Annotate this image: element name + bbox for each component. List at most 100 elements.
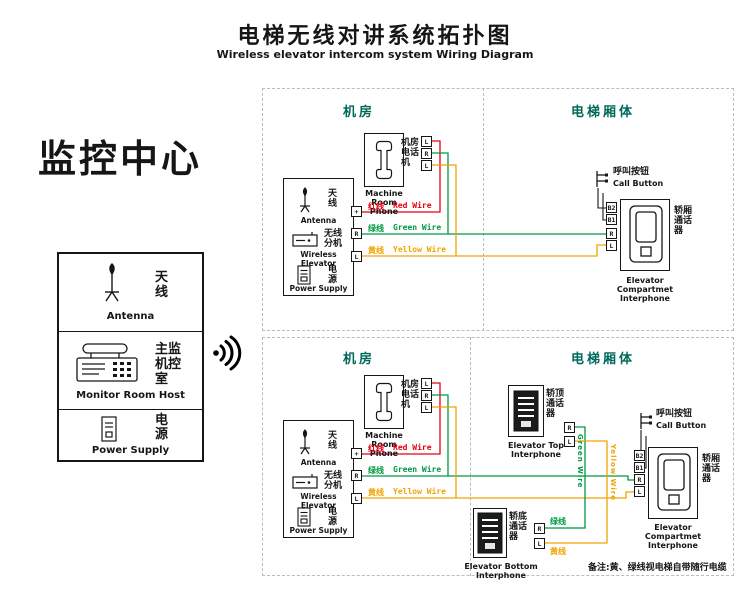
machine-room-phone-label-zh: 机房电话机: [401, 138, 420, 168]
monitor-center-box: 天线 Antenna 主监机控室 Monitor Room Host: [57, 252, 204, 462]
elevator-bottom-interphone-label-zh: 轿底通话器: [509, 512, 528, 542]
terminal-B2: B2: [606, 202, 617, 213]
antenna-icon: [300, 187, 310, 213]
power-supply-icon: [101, 416, 117, 442]
terminal-L: L: [564, 436, 575, 447]
red-wire-label-zh: 红线: [368, 444, 384, 453]
terminal-L: L: [606, 240, 617, 251]
elevator-bottom-interphone-label-en: Elevator Bottom Interphone: [464, 562, 538, 580]
green-wire-label: 绿线 Green Wire: [368, 223, 441, 234]
wireless-power-label-zh: 电源: [328, 507, 338, 527]
terminal-L: L: [421, 402, 432, 413]
wireless-antenna-label-en: Antenna: [300, 216, 337, 225]
green-wire-branch: [432, 394, 449, 476]
red-wire: [362, 140, 441, 213]
machine-room-phone-box: [364, 375, 404, 429]
desk-phone-icon: [76, 343, 138, 382]
yellow-wire-branch: [432, 164, 457, 256]
green-wire-label-zh: 绿线: [368, 224, 384, 233]
wireless-signal-icon: [213, 335, 242, 371]
power-supply-icon: [297, 265, 311, 285]
yellow-wire: [362, 244, 606, 257]
elevator-top-interphone-label-zh: 轿顶通话器: [546, 389, 565, 419]
wireless-antenna-label-zh: 天线: [328, 189, 338, 209]
terminal-plus: +: [351, 206, 362, 217]
page-title: 电梯无线对讲系统拓扑图: [237, 24, 513, 49]
monitor-host-label-en: Monitor Room Host: [76, 390, 185, 401]
terminal-R: R: [606, 228, 617, 239]
section-label-machine-room: 机房: [343, 352, 376, 367]
call-button-label-en: Call Button: [613, 179, 664, 188]
call-button-wire: [602, 193, 606, 221]
top-panel-divider: [483, 88, 484, 331]
section-label-elevator-body: 电梯厢体: [571, 352, 636, 367]
terminal-L: L: [421, 136, 432, 147]
terminal-B2: B2: [634, 450, 645, 461]
compartment-interphone-label-zh: 轿厢通话器: [674, 206, 693, 236]
yellow-wire-label-zh: 黄线: [368, 488, 384, 497]
interphone-handset-icon: [629, 205, 663, 263]
green-wire-branch: [432, 152, 449, 234]
terminal-L: L: [421, 378, 432, 389]
wireless-device-icon: [292, 232, 318, 247]
terminal-R: R: [351, 228, 362, 239]
red-wire-label-en: Red Wire: [393, 201, 432, 210]
divider: [59, 331, 202, 332]
phone-handset-icon: [375, 382, 393, 422]
wireless-unit-label-zh: 无线分机: [324, 229, 343, 249]
machine-room-phone-label-zh: 机房电话机: [401, 380, 420, 410]
call-button-label-en: Call Button: [656, 421, 707, 430]
top-panel-frame: [262, 88, 734, 331]
bottom-panel-frame: [262, 337, 734, 576]
terminal-L: L: [534, 538, 545, 549]
compartment-interphone-label-en: Elevator Compartmet Interphone: [616, 276, 674, 303]
wireless-antenna-label-en: Antenna: [300, 458, 337, 467]
terminal-L: L: [421, 160, 432, 171]
yellow-wire: [362, 491, 634, 499]
compartment-interphone-label-en: Elevator Compartmet Interphone: [644, 523, 702, 550]
terminal-B1: B1: [606, 214, 617, 225]
wireless-extension-box: 天线 Antenna 无线分机 Wireless Elevator 电源 Pow…: [283, 178, 354, 296]
divider: [59, 409, 202, 410]
compartment-interphone-label-zh: 轿厢通话器: [702, 454, 721, 484]
terminal-R: R: [564, 422, 575, 433]
wireless-power-label-en: Power Supply: [289, 526, 348, 535]
yellow-wire-short-label: 黄线: [550, 547, 566, 556]
monitor-power-label-en: Power Supply: [91, 445, 170, 456]
page-subtitle: Wireless elevator intercom system Wiring…: [216, 48, 534, 61]
wireless-power-label-en: Power Supply: [289, 284, 348, 293]
red-wire-label: 红线 Red Wire: [368, 443, 432, 454]
red-wire-label-en: Red Wire: [393, 443, 432, 452]
terminal-R: R: [421, 148, 432, 159]
section-label-elevator-body: 电梯厢体: [571, 105, 636, 120]
green-wire-label-en: Green Wire: [393, 223, 442, 232]
green-wire-label: 绿线 Green Wire: [368, 465, 441, 476]
green-wire-vertical-label: Green Wire: [576, 434, 584, 489]
terminal-R: R: [421, 390, 432, 401]
call-button-icon: [596, 171, 608, 187]
monitor-power-label-zh: 电源: [155, 413, 169, 442]
wireless-unit-label-zh: 无线分机: [324, 471, 343, 491]
bottom-panel-divider: [470, 337, 471, 576]
terminal-B1: B1: [634, 462, 645, 473]
interphone-handset-icon: [657, 453, 691, 511]
terminal-R: R: [351, 470, 362, 481]
machine-room-phone-label-en: Machine Room Phone: [365, 431, 403, 458]
yellow-wire-vertical: [545, 440, 608, 544]
red-wire: [362, 382, 441, 455]
power-supply-icon: [297, 507, 311, 527]
wireless-extension-box: 天线 Antenna 无线分机 Wireless Elevator 电源 Pow…: [283, 420, 354, 538]
wireless-power-label-zh: 电源: [328, 265, 338, 285]
monitor-antenna-label-en: Antenna: [106, 311, 155, 322]
speaker-interphone-icon: [477, 512, 503, 554]
green-wire-label-en: Green Wire: [393, 465, 442, 474]
elevator-bottom-interphone-box: [473, 508, 507, 558]
terminal-plus: +: [351, 448, 362, 459]
section-label-machine-room: 机房: [343, 105, 376, 120]
wireless-device-icon: [292, 474, 318, 489]
wireless-unit-label-en: Wireless Elevator: [300, 492, 337, 510]
call-button-wire: [597, 188, 606, 209]
monitor-center-heading: 监控中心: [38, 137, 203, 181]
speaker-interphone-icon: [513, 390, 539, 432]
